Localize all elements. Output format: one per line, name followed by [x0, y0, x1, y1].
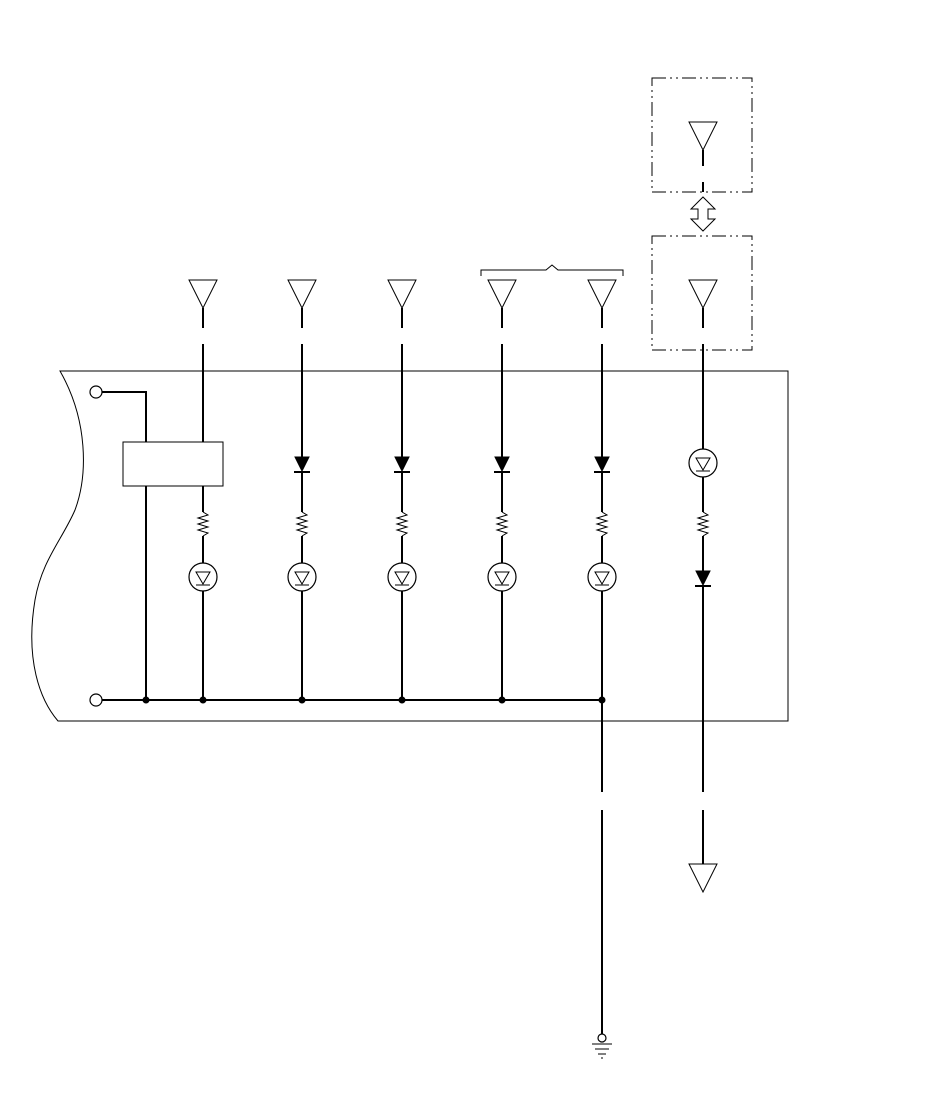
bidirectional-arrow-icon	[689, 196, 717, 232]
resistor-icon	[595, 511, 609, 537]
lower-housing	[651, 235, 753, 351]
resistor-icon	[295, 511, 309, 537]
diode-icon	[594, 456, 610, 473]
top-connectors	[188, 279, 617, 310]
connector-group-brace	[480, 264, 624, 276]
diode-icon	[294, 456, 310, 473]
ground-icon	[592, 1033, 612, 1059]
resistor-icon	[395, 511, 409, 537]
relay-box	[122, 441, 224, 487]
connector-triangle-icon	[387, 279, 417, 310]
upper-housing	[651, 77, 753, 193]
connector-triangle-icon	[688, 121, 718, 152]
diode-icon	[494, 456, 510, 473]
control-unit-body	[31, 370, 789, 722]
led-indicator-icon	[387, 562, 417, 592]
branch-2	[287, 308, 317, 700]
junction-dot	[142, 696, 150, 704]
led-indicator-icon	[287, 562, 317, 592]
branch-1	[188, 308, 218, 700]
led-indicator-icon	[487, 562, 517, 592]
diode-icon	[695, 570, 711, 587]
led-indicator-icon	[587, 562, 617, 592]
branch-6	[688, 308, 718, 864]
led-indicator-icon	[188, 562, 218, 592]
connector-triangle-icon	[287, 279, 317, 310]
terminal-top-left	[89, 385, 103, 399]
connector-triangle-icon	[487, 279, 517, 310]
resistor-icon	[196, 511, 210, 537]
connector-triangle-icon	[688, 279, 718, 310]
connector-triangle-icon	[688, 863, 718, 894]
resistor-icon	[495, 511, 509, 537]
diode-icon	[394, 456, 410, 473]
connector-triangle-icon	[587, 279, 617, 310]
resistor-icon	[696, 511, 710, 537]
terminal-bottom-left	[89, 693, 103, 707]
led-indicator-icon	[688, 448, 718, 478]
branch-5	[587, 308, 617, 1034]
branch-4	[487, 308, 517, 700]
connector-triangle-icon	[188, 279, 218, 310]
branch-3	[387, 308, 417, 700]
terminal-top-wire	[102, 391, 147, 442]
